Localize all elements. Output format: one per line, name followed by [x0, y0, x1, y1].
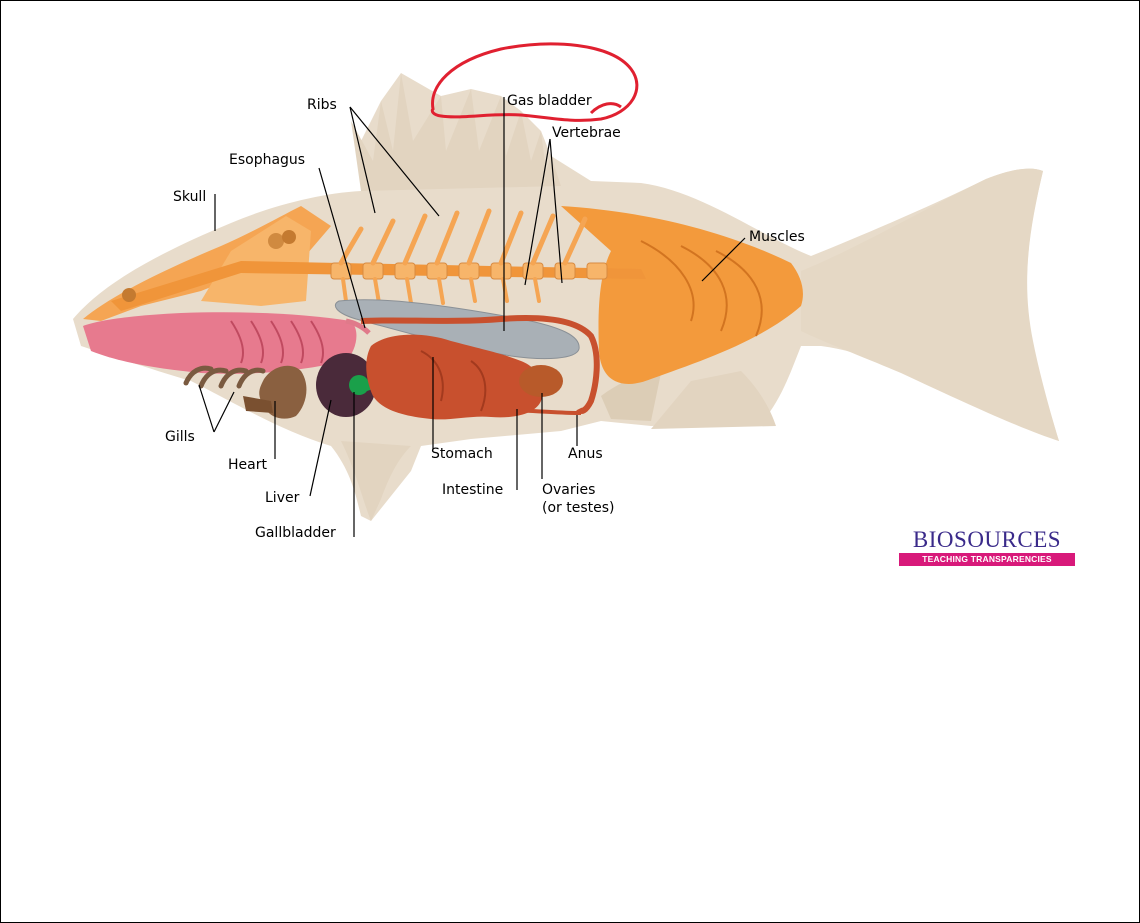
label-skull: Skull — [173, 189, 206, 205]
ovaries-shape — [519, 365, 563, 397]
label-ribs: Ribs — [307, 97, 337, 113]
label-gas-bladder: Gas bladder — [507, 93, 592, 109]
logo-wordmark: BIOSOURCES — [899, 527, 1075, 553]
gallbladder-shape — [349, 375, 369, 395]
label-muscles: Muscles — [749, 229, 805, 245]
label-intestine: Intestine — [442, 482, 503, 498]
label-stomach: Stomach — [431, 446, 493, 462]
label-gallbladder: Gallbladder — [255, 525, 336, 541]
biosources-logo: BIOSOURCES TEACHING TRANSPARENCIES — [899, 527, 1075, 569]
label-liver: Liver — [265, 490, 300, 506]
gills-shape — [83, 312, 356, 374]
label-ovaries: Ovaries — [542, 482, 595, 498]
label-vertebrae: Vertebrae — [552, 125, 621, 141]
label-gills: Gills — [165, 429, 195, 445]
label-esophagus: Esophagus — [229, 152, 305, 168]
label-heart: Heart — [228, 457, 267, 473]
label-anus: Anus — [568, 446, 603, 462]
logo-band: TEACHING TRANSPARENCIES — [899, 553, 1075, 566]
label-or-testes: (or testes) — [542, 500, 615, 516]
